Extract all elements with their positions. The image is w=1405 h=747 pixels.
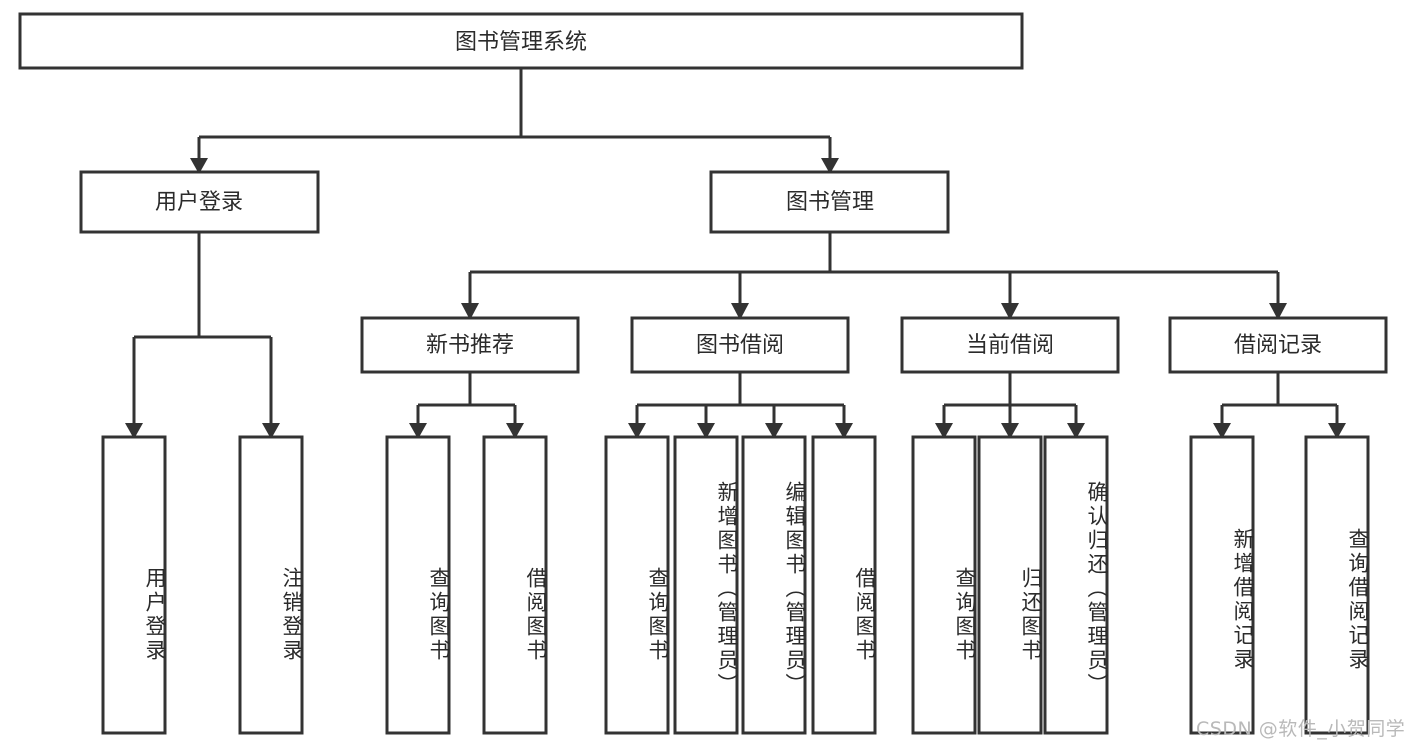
arrow-to-leaf-user-logout [262, 423, 280, 439]
leaf-add-record-box[interactable] [1189, 435, 1255, 735]
node-book-manage-label: 图书管理 [786, 190, 874, 215]
arrow-to-leaf-add-book [697, 423, 715, 439]
watermark-text: CSDN @软件_小贺同学 [1196, 718, 1405, 740]
arrow-to-leaf-query-record [1328, 423, 1346, 439]
leaf-borrow-book-2-box[interactable] [811, 435, 877, 735]
node-root-box[interactable] [18, 12, 1024, 70]
node-book-manage[interactable]: 图书管理 [709, 170, 950, 234]
leaf-box-group [101, 435, 1370, 735]
node-new-book-recommend-label: 新书推荐 [426, 333, 514, 358]
node-borrow-record-label: 借阅记录 [1234, 333, 1322, 358]
node-user-login[interactable]: 用户登录 [79, 170, 320, 234]
arrow-to-leaf-query-book-1 [409, 423, 427, 439]
node-book-borrow[interactable]: 图书借阅 [630, 316, 850, 374]
arrow-to-book-borrow [731, 303, 749, 320]
arrow-to-leaf-user-login [125, 423, 143, 439]
node-root-label: 图书管理系统 [455, 30, 587, 55]
leaf-user-login-box[interactable] [101, 435, 167, 735]
leaf-user-logout-box[interactable] [238, 435, 304, 735]
leaf-return-book-box[interactable] [977, 435, 1043, 735]
arrow-to-book-manage [821, 158, 839, 174]
node-book-borrow-label: 图书借阅 [696, 333, 784, 358]
arrow-to-new-book-recommend [461, 303, 479, 320]
leaf-confirm-return-box[interactable] [1043, 435, 1109, 735]
leaf-query-book-3-box[interactable] [911, 435, 977, 735]
arrow-to-leaf-add-record [1213, 423, 1231, 439]
node-current-borrow-label: 当前借阅 [966, 333, 1054, 358]
leaf-borrow-book-1-box[interactable] [482, 435, 548, 735]
arrow-to-leaf-borrow-book-1 [506, 423, 524, 439]
leaf-query-book-1-box[interactable] [385, 435, 451, 735]
node-user-login-label: 用户登录 [155, 190, 243, 215]
leaf-query-record-box[interactable] [1304, 435, 1370, 735]
arrow-to-current-borrow [1001, 303, 1019, 320]
node-user-login-box[interactable] [79, 170, 320, 234]
node-new-book-recommend[interactable]: 新书推荐 [360, 316, 580, 374]
node-new-book-recommend-box[interactable] [360, 316, 580, 374]
node-book-borrow-box[interactable] [630, 316, 850, 374]
arrow-to-leaf-query-book-3 [935, 423, 953, 439]
arrow-to-leaf-confirm-return [1067, 423, 1085, 439]
node-borrow-record-box[interactable] [1168, 316, 1388, 374]
arrow-to-borrow-record [1269, 303, 1287, 320]
leaf-query-book-2-box[interactable] [604, 435, 670, 735]
node-current-borrow-box[interactable] [900, 316, 1120, 374]
node-root[interactable]: 图书管理系统 [18, 12, 1024, 70]
arrow-to-user-login [190, 158, 208, 174]
leaf-add-book-box[interactable] [673, 435, 739, 735]
node-borrow-record[interactable]: 借阅记录 [1168, 316, 1388, 374]
connector-group [125, 68, 1346, 439]
node-book-manage-box[interactable] [709, 170, 950, 234]
node-current-borrow[interactable]: 当前借阅 [900, 316, 1120, 374]
leaf-edit-book-box[interactable] [741, 435, 807, 735]
arrow-to-leaf-query-book-2 [628, 423, 646, 439]
arrow-to-leaf-edit-book [765, 423, 783, 439]
arrow-to-leaf-return-book [1001, 423, 1019, 439]
arrow-to-leaf-borrow-book-2 [835, 423, 853, 439]
